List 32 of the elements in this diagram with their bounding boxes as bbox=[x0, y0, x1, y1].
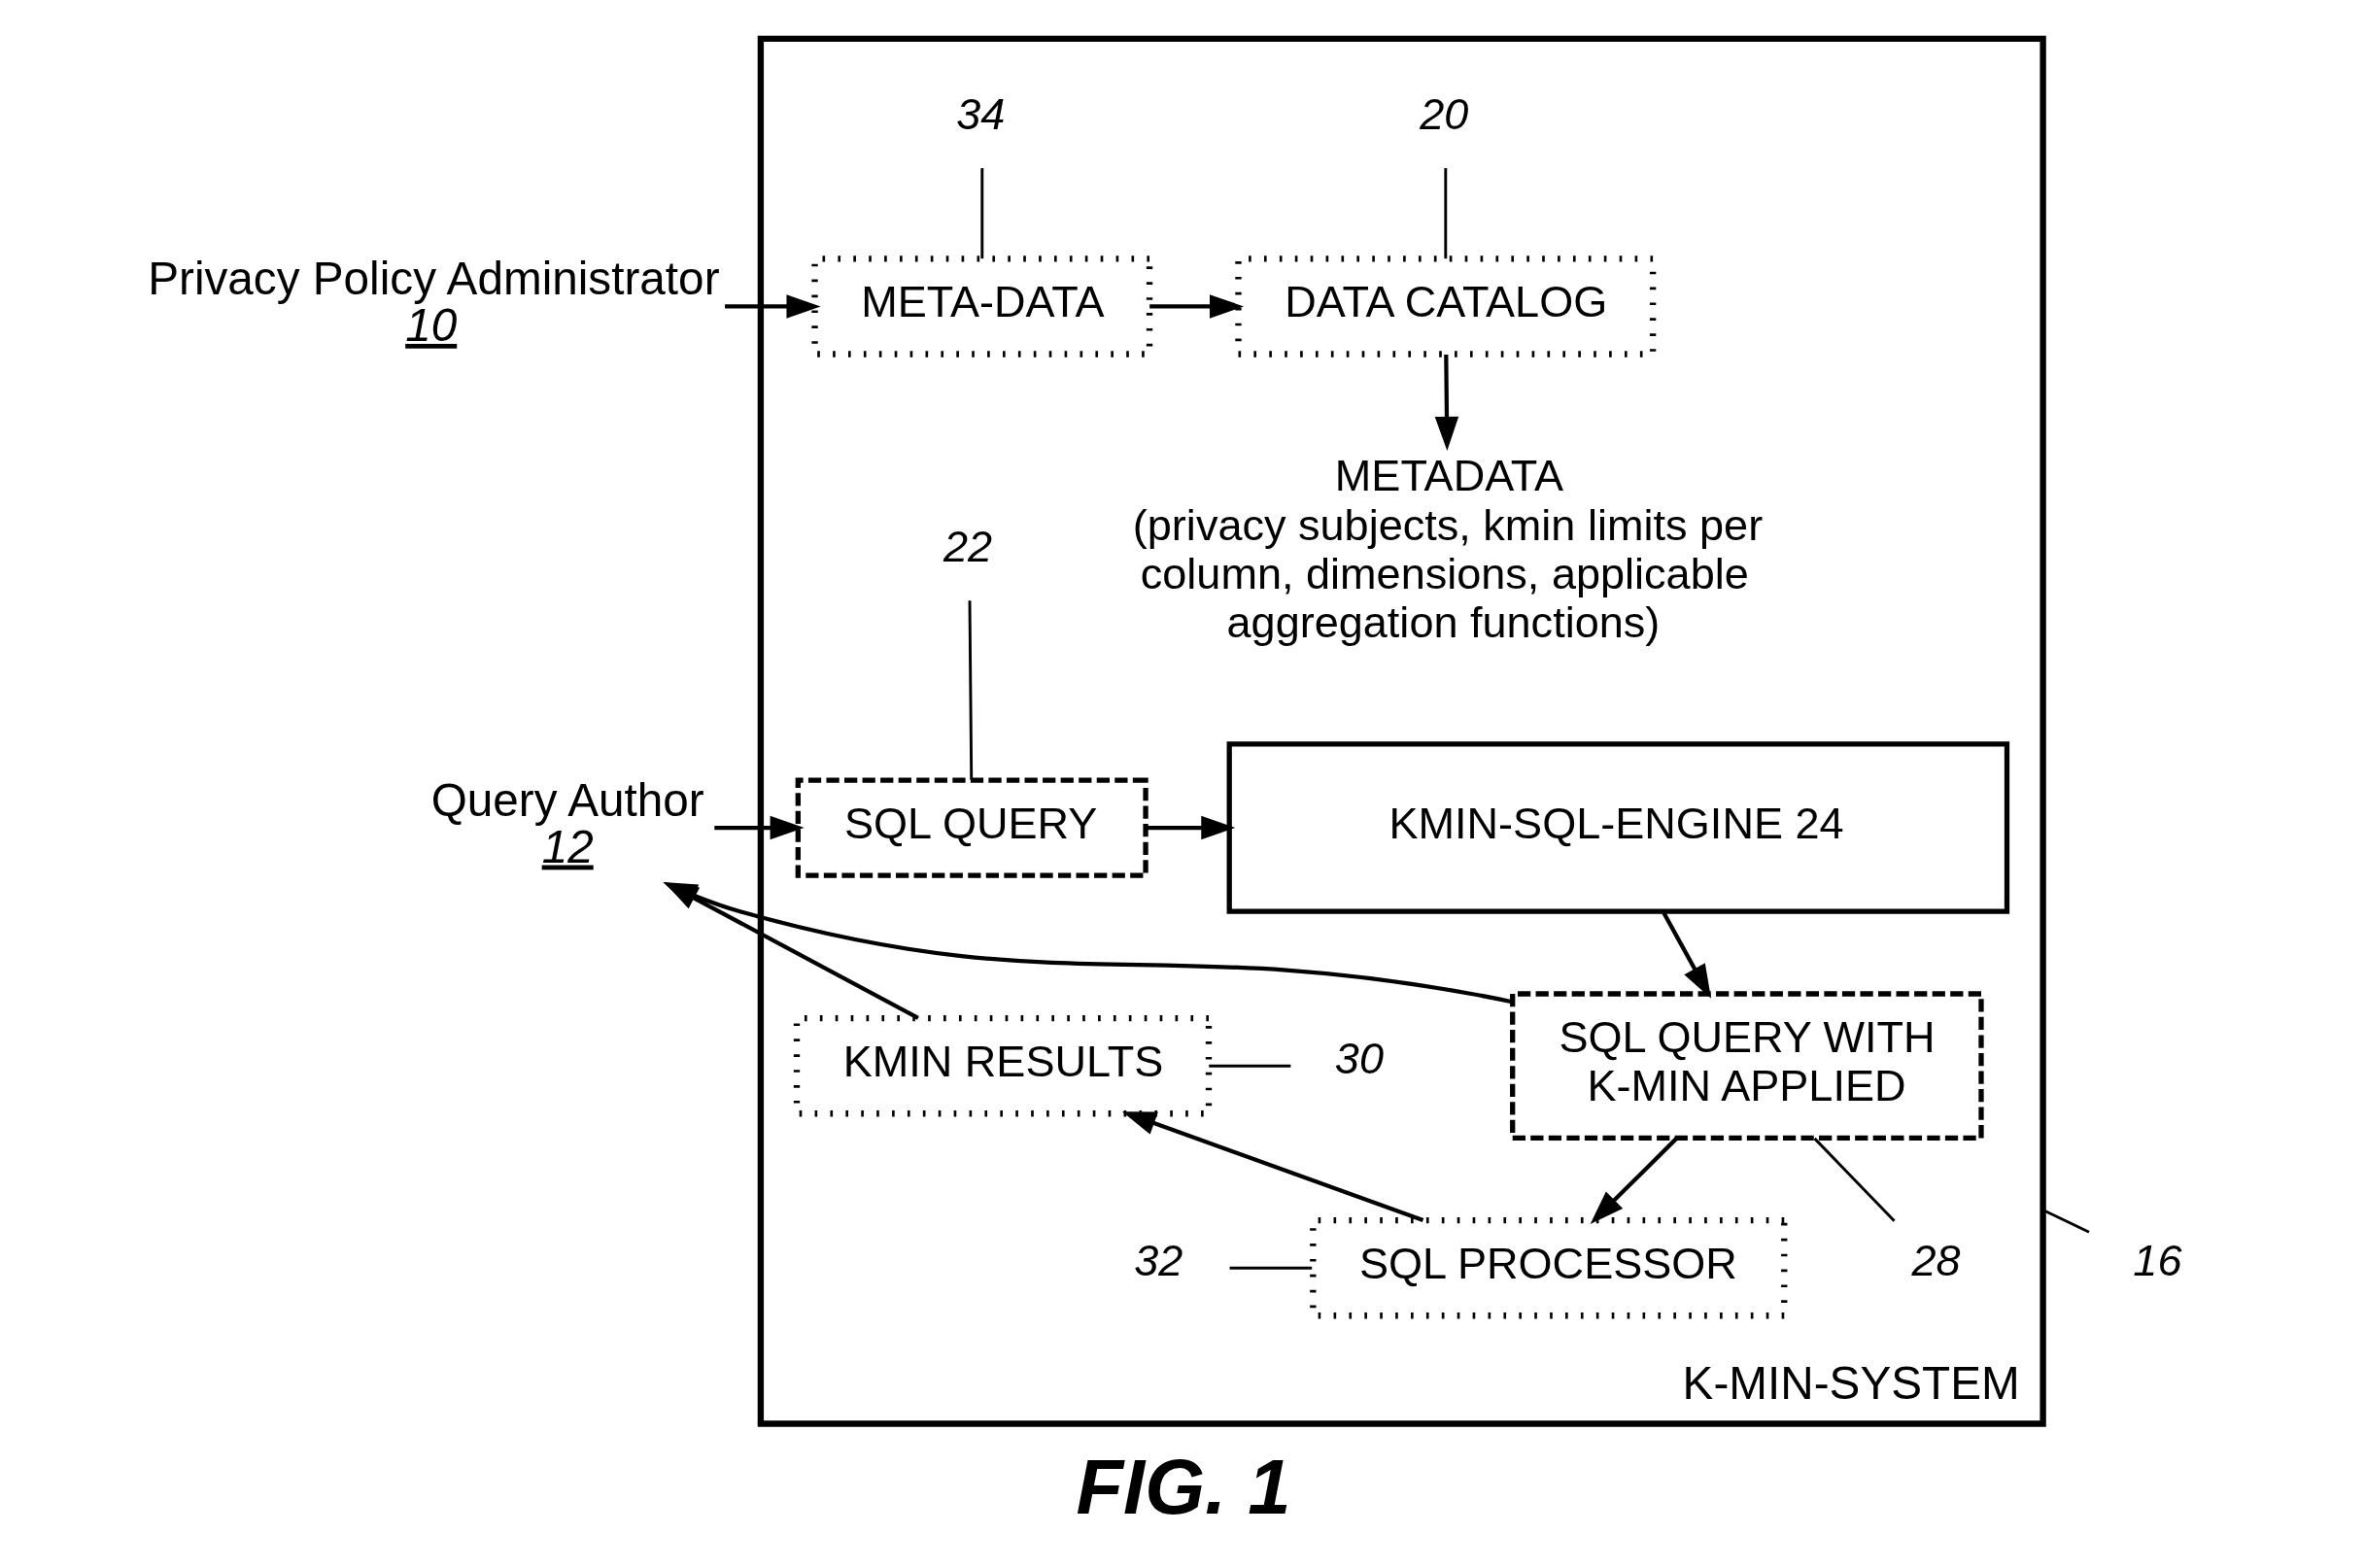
arrow bbox=[1121, 1111, 1423, 1222]
node-text: METADATA (privacy subjects, kmin limits per column, dimensions, applicable aggregation functions) bbox=[1132, 451, 1763, 648]
node-box: DATA CATALOG bbox=[1234, 256, 1656, 358]
node-box: SQL QUERY WITH K-MIN APPLIED bbox=[1509, 991, 1984, 1142]
node-box: KMIN RESULTS bbox=[793, 1014, 1212, 1117]
connector bbox=[979, 168, 983, 259]
node-text: 30 bbox=[1334, 1034, 1384, 1084]
node-box: SQL PROCESSOR bbox=[1309, 1217, 1787, 1319]
node-box: SQL QUERY bbox=[795, 777, 1148, 878]
node-text: 34 bbox=[955, 88, 1005, 139]
connector bbox=[1443, 168, 1447, 259]
node-box: META-DATA bbox=[810, 256, 1152, 358]
caption: FIG. 1 bbox=[1076, 1444, 1290, 1531]
node-text: 20 bbox=[1419, 88, 1468, 139]
arrow bbox=[1145, 815, 1235, 840]
arrow bbox=[1661, 910, 1711, 999]
arrow bbox=[1590, 1137, 1678, 1224]
node-box: KMIN-SQL-ENGINE 24 bbox=[1226, 741, 2009, 914]
node-text: 16 bbox=[2132, 1236, 2181, 1286]
node-text: 28 bbox=[1910, 1236, 1961, 1286]
connector bbox=[1208, 1064, 1290, 1068]
connector bbox=[1229, 1266, 1312, 1270]
connector bbox=[1813, 1137, 1896, 1222]
node-text: Query Author 12 bbox=[430, 773, 704, 872]
connector bbox=[968, 600, 973, 780]
arrow bbox=[724, 294, 820, 319]
node-text: Privacy Policy Administrator 10 bbox=[147, 253, 720, 351]
node-text: 22 bbox=[943, 522, 992, 572]
arrow bbox=[1148, 294, 1244, 319]
arrow bbox=[713, 815, 805, 840]
arrow bbox=[1434, 354, 1458, 451]
node-text: 32 bbox=[1133, 1236, 1182, 1286]
